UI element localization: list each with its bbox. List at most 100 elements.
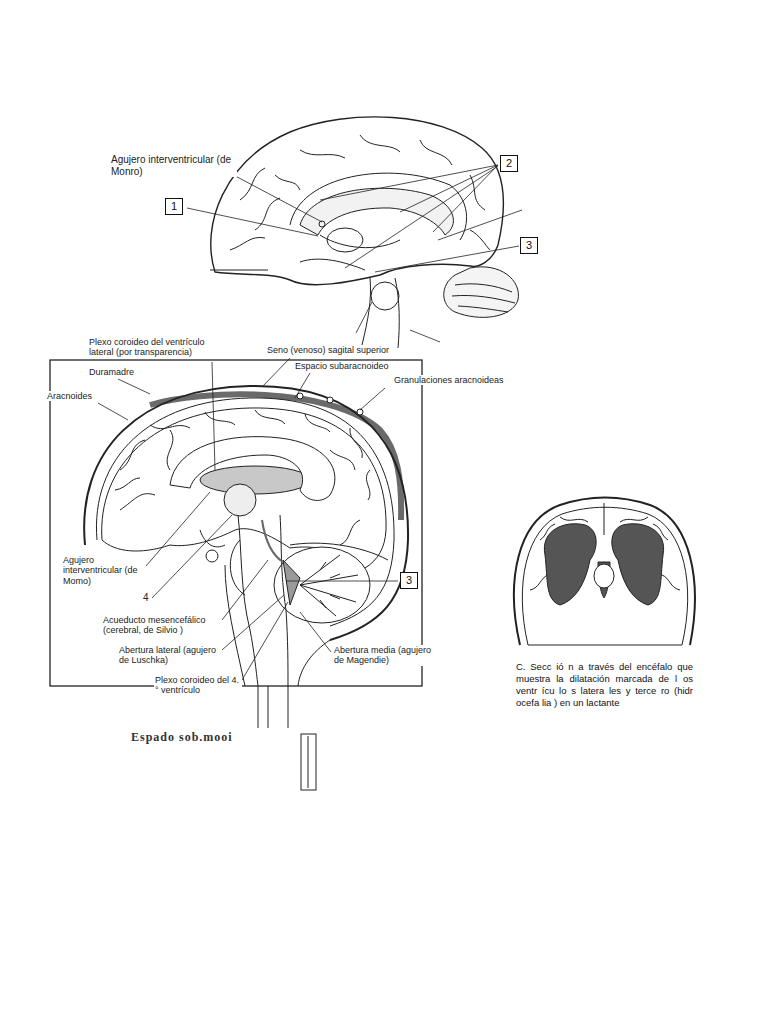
coronal-section [594, 564, 614, 588]
leader-line [286, 581, 398, 582]
part-label: Agujero interventricular (de Monro) [111, 154, 231, 177]
leader-line [187, 165, 522, 342]
medial-brain-view [360, 135, 400, 152]
medial-brain-view [452, 295, 515, 303]
medial-brain-view [444, 267, 519, 318]
coronal-section [544, 524, 596, 605]
part-label: Abertura media (agujero de Magendie) [334, 645, 431, 665]
callout-box: 2 [500, 155, 518, 172]
callout-box: 3 [520, 237, 538, 254]
leader-line [356, 302, 372, 333]
leader-line [262, 358, 290, 387]
medial-brain-view [420, 140, 452, 165]
callout-box: 1 [165, 198, 183, 215]
sagittal-section-panel [230, 540, 245, 595]
part-label: Granulaciones aracnoideas [394, 375, 504, 385]
medial-brain-view [362, 278, 371, 345]
leader-line [345, 166, 498, 268]
callout-number: 1 [171, 200, 177, 213]
sagittal-section-panel [350, 428, 363, 458]
sagittal-section-panel [327, 397, 333, 403]
sagittal-section-panel [320, 562, 340, 608]
part-label: Espado sob.mooi [131, 730, 233, 744]
part-label-box: Seno (venoso) sagital superior [266, 345, 390, 355]
medial-brain-view [327, 228, 363, 252]
leader-line [410, 330, 440, 342]
leader-line [212, 362, 215, 470]
part-label-box: Abertura media (agujero de Magendie) [333, 645, 441, 666]
part-label-box: Acueducto mesencefálico (cerebral, de Si… [102, 615, 222, 636]
sagittal-section-panel [238, 515, 258, 686]
callout-number: 2 [506, 157, 512, 170]
medial-brain-view [290, 173, 467, 240]
spinal-cord [288, 686, 289, 728]
callout-number: 3 [526, 239, 532, 252]
leader-line [224, 170, 322, 222]
spinal-cord [258, 686, 259, 728]
part-label-box: Plexo coroideo del 4.° ventrículo [154, 675, 242, 696]
part-label-box: Espado sob.mooi [130, 731, 234, 745]
medial-brain-view [458, 306, 508, 312]
part-label: Seno (venoso) sagital superior [267, 345, 389, 355]
sagittal-section-panel [300, 555, 358, 616]
leader-line [146, 492, 210, 566]
leader-line [360, 388, 385, 410]
coronal-section [514, 498, 695, 646]
figure-caption-box: C. Secc ió n a través del encéfalo que m… [516, 661, 693, 709]
sagittal-section-panel [224, 484, 256, 516]
figure-caption: C. Secc ió n a través del encéfalo que m… [516, 661, 693, 708]
part-label-box: 4 [142, 592, 150, 604]
leader-line [222, 595, 284, 650]
sagittal-section-panel [206, 550, 218, 562]
callout-number: 3 [406, 574, 412, 587]
medial-brain-view [230, 237, 265, 250]
spinal-cord [308, 736, 309, 788]
coronal-section [522, 507, 687, 645]
sagittal-section-panel [120, 440, 145, 470]
part-label: Agujero interventricular (de Momo) [63, 555, 138, 586]
part-label: Duramadre [89, 367, 134, 377]
medial-brain-view [320, 235, 400, 248]
spinal-cord [301, 734, 316, 790]
leader-line [152, 515, 232, 598]
leader-line [118, 379, 150, 394]
part-label: Abertura lateral (agujero de Luschka) [119, 645, 216, 665]
sagittal-section-panel [280, 515, 288, 686]
leader-line [400, 165, 498, 212]
sagittal-section-panel [200, 466, 310, 494]
leader-line [242, 602, 288, 680]
medial-brain-view [275, 175, 300, 190]
sagittal-section-panel [305, 414, 330, 432]
part-label-box: Granulaciones aracnoideas [393, 375, 505, 385]
part-label-box: Plexo coroideo del ventrículo lateral (p… [88, 337, 232, 358]
sagittal-section-panel [102, 408, 386, 568]
leader-line [187, 208, 318, 236]
medial-brain-view [371, 282, 399, 310]
sagittal-section-panel [167, 430, 173, 470]
part-label: Espacio subaracnoideo [295, 361, 389, 371]
leader-line [295, 373, 310, 398]
callout-box: 3 [400, 572, 418, 589]
sagittal-section-panel [298, 640, 330, 686]
sagittal-section-panel [205, 412, 235, 425]
part-label-box: Espacio subaracnoideo [294, 361, 390, 371]
leader-line [222, 560, 268, 620]
sagittal-section-panel [340, 520, 360, 545]
leader-line [438, 210, 522, 240]
medial-brain-view [211, 117, 504, 285]
sagittal-section-panel [120, 494, 155, 510]
sagittal-section-panel [96, 398, 394, 626]
medial-brain-view [240, 168, 265, 200]
leader-line [300, 612, 331, 652]
spinal-cord [268, 686, 269, 728]
leader-line [98, 403, 128, 420]
sagittal-section-panel [274, 547, 370, 623]
medial-brain-view [210, 117, 518, 348]
medial-brain-view [300, 188, 453, 235]
leader-line [320, 165, 498, 200]
sagittal-section-panel [262, 520, 283, 562]
part-label-box: Duramadre [88, 367, 135, 377]
sagittal-section-panel [50, 360, 422, 686]
sagittal-section-panel [150, 425, 190, 429]
